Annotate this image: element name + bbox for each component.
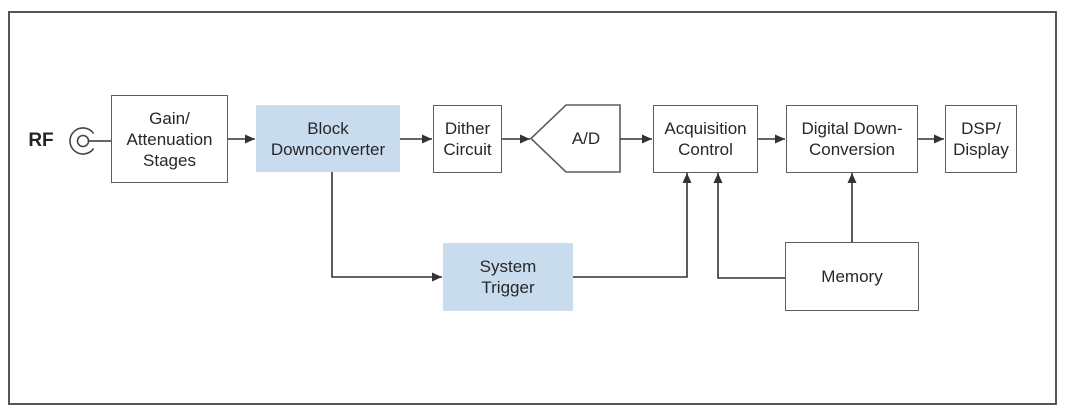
- block-dsp-display: DSP/ Display: [945, 105, 1017, 173]
- block-block-downconverter: Block Downconverter: [256, 105, 400, 172]
- block-gain-attenuation-stages: Gain/ Attenuation Stages: [111, 95, 228, 183]
- block-ad-converter-label: A/D: [571, 129, 601, 148]
- block-memory: Memory: [785, 242, 919, 311]
- block-acquisition-control: Acquisition Control: [653, 105, 758, 173]
- diagram-frame: [8, 11, 1057, 405]
- block-system-trigger: System Trigger: [443, 243, 573, 311]
- rf-input-label: RF: [28, 130, 54, 151]
- block-dither-circuit: Dither Circuit: [433, 105, 502, 173]
- block-digital-down-conversion: Digital Down- Conversion: [786, 105, 918, 173]
